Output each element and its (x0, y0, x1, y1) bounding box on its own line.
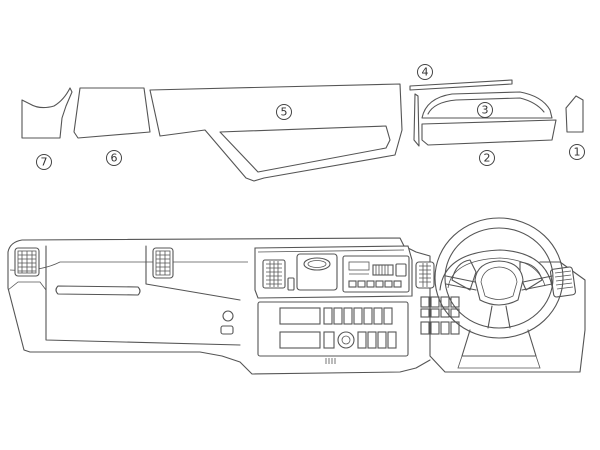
centre-right-air-vent (415, 261, 435, 289)
part-4-top-strip (409, 79, 513, 147)
label-part-1-text: 1 (574, 146, 581, 159)
centre-console-lower (257, 301, 409, 364)
label-part-3: 3 (477, 102, 493, 118)
small-socket-icon (220, 325, 234, 335)
label-part-4: 4 (417, 64, 433, 80)
label-part-5-text: 5 (281, 106, 288, 119)
steering-column (461, 329, 537, 357)
small-switch-icon (222, 310, 234, 322)
label-part-2: 2 (479, 150, 495, 166)
part-2-cluster-lower-trim (421, 119, 557, 146)
label-part-5: 5 (276, 104, 292, 120)
label-part-2-text: 2 (484, 152, 491, 165)
label-part-4-text: 4 (422, 66, 429, 79)
label-part-6-text: 6 (111, 152, 118, 165)
assembled-dashboard (7, 217, 586, 375)
part-7-left-corner-trim (21, 87, 73, 139)
switch-bank-upper (420, 296, 460, 318)
switch-bank-lower (420, 321, 460, 335)
part-1-right-corner-trim (565, 95, 584, 133)
left-air-vent (14, 247, 40, 277)
clock-icon (303, 257, 331, 271)
label-part-7: 7 (36, 154, 52, 170)
instrument-cluster (439, 249, 553, 291)
label-part-3-text: 3 (482, 104, 489, 117)
part-5-main-dash-panel (149, 83, 403, 182)
label-part-1: 1 (569, 144, 585, 160)
label-part-7-text: 7 (41, 156, 48, 169)
part-3-cluster-hood (421, 91, 553, 119)
centre-console-upper (254, 245, 413, 299)
label-part-6: 6 (106, 150, 122, 166)
centre-left-air-vent (152, 247, 174, 279)
rotary-knob-icon (337, 331, 355, 349)
steering-wheel (434, 217, 564, 339)
part-6-glovebox-panel (73, 87, 151, 139)
